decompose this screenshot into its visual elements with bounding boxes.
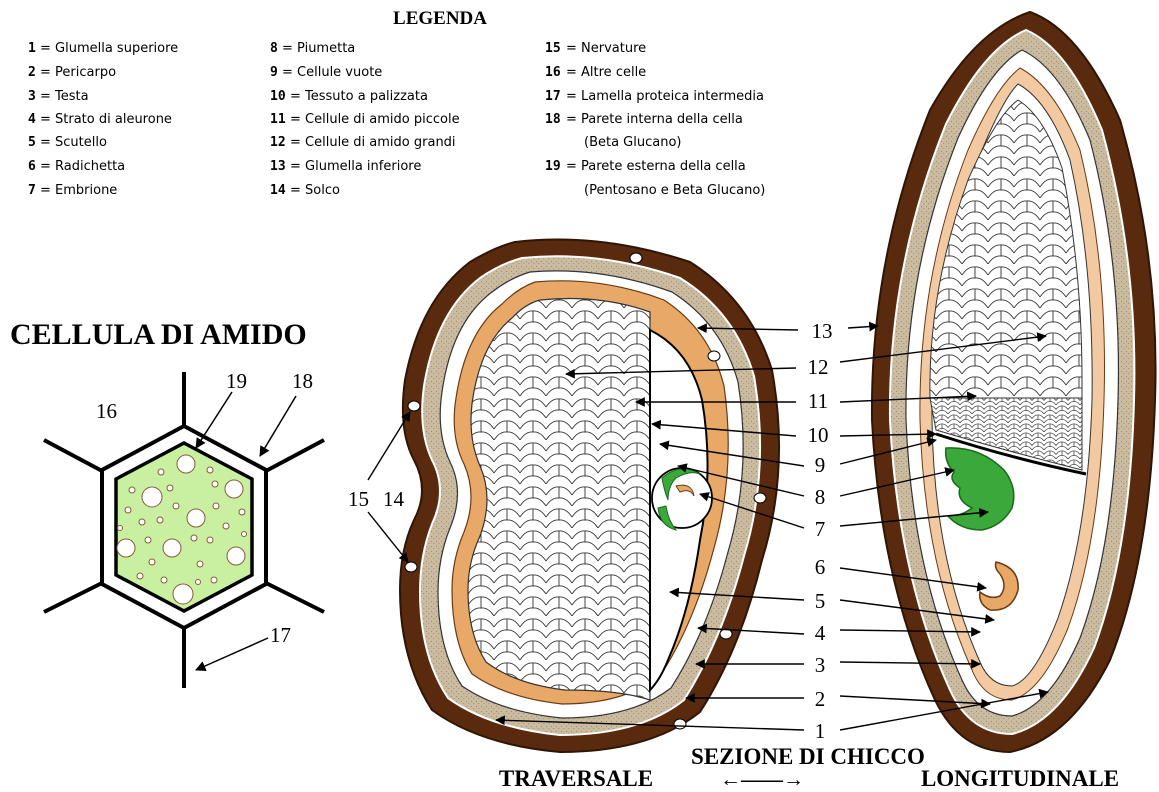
callout-3: 3 bbox=[815, 653, 826, 677]
neighbor-wall-upper-left bbox=[44, 440, 104, 472]
starch-cell-diagram: 16 19 18 17 bbox=[44, 369, 324, 688]
callout-9: 9 bbox=[815, 453, 826, 477]
legend-text-16: = Altre celle bbox=[566, 65, 646, 80]
legend-num-16: 16 bbox=[545, 65, 561, 80]
cell-label-19: 19 bbox=[226, 369, 247, 393]
longitudinal-section bbox=[872, 12, 1156, 752]
legend-text-17: = Lamella proteica intermedia bbox=[566, 89, 764, 104]
legend-num-14: 14 bbox=[270, 183, 286, 198]
legend-num-12: 12 bbox=[270, 135, 286, 150]
section-left-label: TRAVERSALE bbox=[499, 766, 653, 791]
legend-text-14: = Solco bbox=[290, 183, 340, 198]
callout-5: 5 bbox=[815, 589, 826, 613]
legend-text-18: = Parete interna della cella bbox=[566, 112, 743, 127]
legend-text-11: = Cellule di amido piccole bbox=[290, 112, 460, 127]
legend-num-13: 13 bbox=[270, 159, 286, 174]
legend-text-3: = Testa bbox=[40, 89, 89, 104]
legend-num-6: 6 bbox=[28, 159, 36, 174]
legend-text-15: = Nervature bbox=[566, 41, 646, 56]
callout-6: 6 bbox=[815, 555, 826, 579]
legend-num-15: 15 bbox=[545, 41, 561, 56]
legend-title: LEGENDA bbox=[393, 8, 487, 29]
callout-12: 12 bbox=[808, 355, 829, 379]
callout-14: 14 bbox=[383, 487, 405, 511]
cell-label-17: 17 bbox=[270, 623, 291, 647]
legend-num-2: 2 bbox=[28, 65, 36, 80]
callout-7: 7 bbox=[815, 517, 826, 541]
arrow-18 bbox=[260, 396, 296, 456]
legend-text-19: = Parete esterna della cella bbox=[566, 159, 746, 174]
vein-hole bbox=[674, 719, 686, 729]
legend-text-18-note: (Beta Glucano) bbox=[584, 135, 682, 150]
transverse-section bbox=[400, 240, 779, 753]
cell-label-16: 16 bbox=[96, 399, 117, 423]
callout-4: 4 bbox=[815, 621, 826, 645]
legend-num-11: 11 bbox=[270, 112, 286, 127]
legend-num-10: 10 bbox=[270, 89, 286, 104]
legend-num-1: 1 bbox=[28, 41, 36, 56]
arrow-17 bbox=[196, 638, 268, 670]
legend-num-8: 8 bbox=[270, 41, 278, 56]
section-right-label: LONGITUDINALE bbox=[921, 766, 1119, 791]
legend-text-19-note: (Pentosano e Beta Glucano) bbox=[584, 183, 765, 198]
legend-text-13: = Glumella inferiore bbox=[290, 159, 421, 174]
legend-text-1: = Glumella superiore bbox=[40, 41, 178, 56]
arrow-19 bbox=[196, 392, 232, 448]
vein-hole bbox=[708, 351, 720, 361]
callout-8: 8 bbox=[815, 485, 826, 509]
callout-1: 1 bbox=[815, 719, 826, 743]
legend-num-18: 18 bbox=[545, 112, 561, 127]
callout-2: 2 bbox=[815, 687, 826, 711]
vein-hole bbox=[754, 493, 766, 503]
legend-text-12: = Cellule di amido grandi bbox=[290, 135, 456, 150]
vein-hole bbox=[630, 253, 642, 263]
vein-hole bbox=[408, 401, 420, 411]
section-arrow: ←——→ bbox=[720, 767, 804, 791]
neighbor-wall-lower-left bbox=[44, 582, 104, 612]
legend-text-2: = Pericarpo bbox=[40, 65, 116, 80]
section-title: SEZIONE DI CHICCO bbox=[691, 744, 925, 769]
legend-items: 1 = Glumella superiore 2 = Pericarpo 3 =… bbox=[28, 41, 765, 198]
legend-num-7: 7 bbox=[28, 183, 36, 198]
callout-11: 11 bbox=[808, 389, 828, 413]
legend-text-5: = Scutello bbox=[40, 135, 107, 150]
callout-13: 13 bbox=[812, 319, 833, 343]
callout-10: 10 bbox=[808, 423, 829, 447]
legend-text-8: = Piumetta bbox=[282, 41, 355, 56]
transverse-endosperm bbox=[468, 299, 650, 701]
legend-num-5: 5 bbox=[28, 135, 36, 150]
legend-text-4: = Strato di aleurone bbox=[40, 112, 172, 127]
vein-hole bbox=[405, 562, 417, 572]
neighbor-wall-upper-right bbox=[264, 440, 324, 472]
legend-text-6: = Radichetta bbox=[40, 159, 125, 174]
legend-num-3: 3 bbox=[28, 89, 36, 104]
legend-text-10: = Tessuto a palizzata bbox=[290, 89, 428, 104]
neighbor-wall-lower-right bbox=[264, 582, 324, 612]
cell-title: CELLULA DI AMIDO bbox=[10, 318, 307, 351]
callout-15: 15 bbox=[348, 487, 369, 511]
legend-num-4: 4 bbox=[28, 112, 36, 127]
legend-text-7: = Embrione bbox=[40, 183, 117, 198]
legend-num-9: 9 bbox=[270, 65, 278, 80]
legend-text-9: = Cellule vuote bbox=[282, 65, 382, 80]
legend-num-19: 19 bbox=[545, 159, 561, 174]
cell-label-18: 18 bbox=[292, 369, 313, 393]
legend-num-17: 17 bbox=[545, 89, 561, 104]
